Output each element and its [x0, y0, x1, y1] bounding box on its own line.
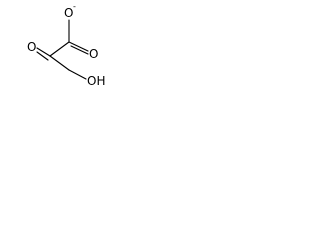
ketone-oxygen-label: O [27, 40, 36, 54]
bond-c2-o-double-a [36, 47, 51, 57]
carboxylate-charge-label: - [73, 2, 76, 11]
carbonyl-oxygen-right-label: O [89, 47, 98, 61]
hydroxyl-label: OH [87, 74, 105, 88]
molecule-structure: O - O O OH [27, 2, 105, 88]
bond-c1-o-double-a [68, 41, 89, 52]
carboxylate-oxygen-label: O [64, 6, 73, 20]
bond-c3-oh [68, 69, 87, 80]
bond-c1-c2 [49, 41, 70, 57]
bond-c1-o-double-b [70, 45, 89, 55]
bond-c2-c3 [49, 55, 70, 71]
bond-c2-o-double-b [36, 51, 49, 61]
